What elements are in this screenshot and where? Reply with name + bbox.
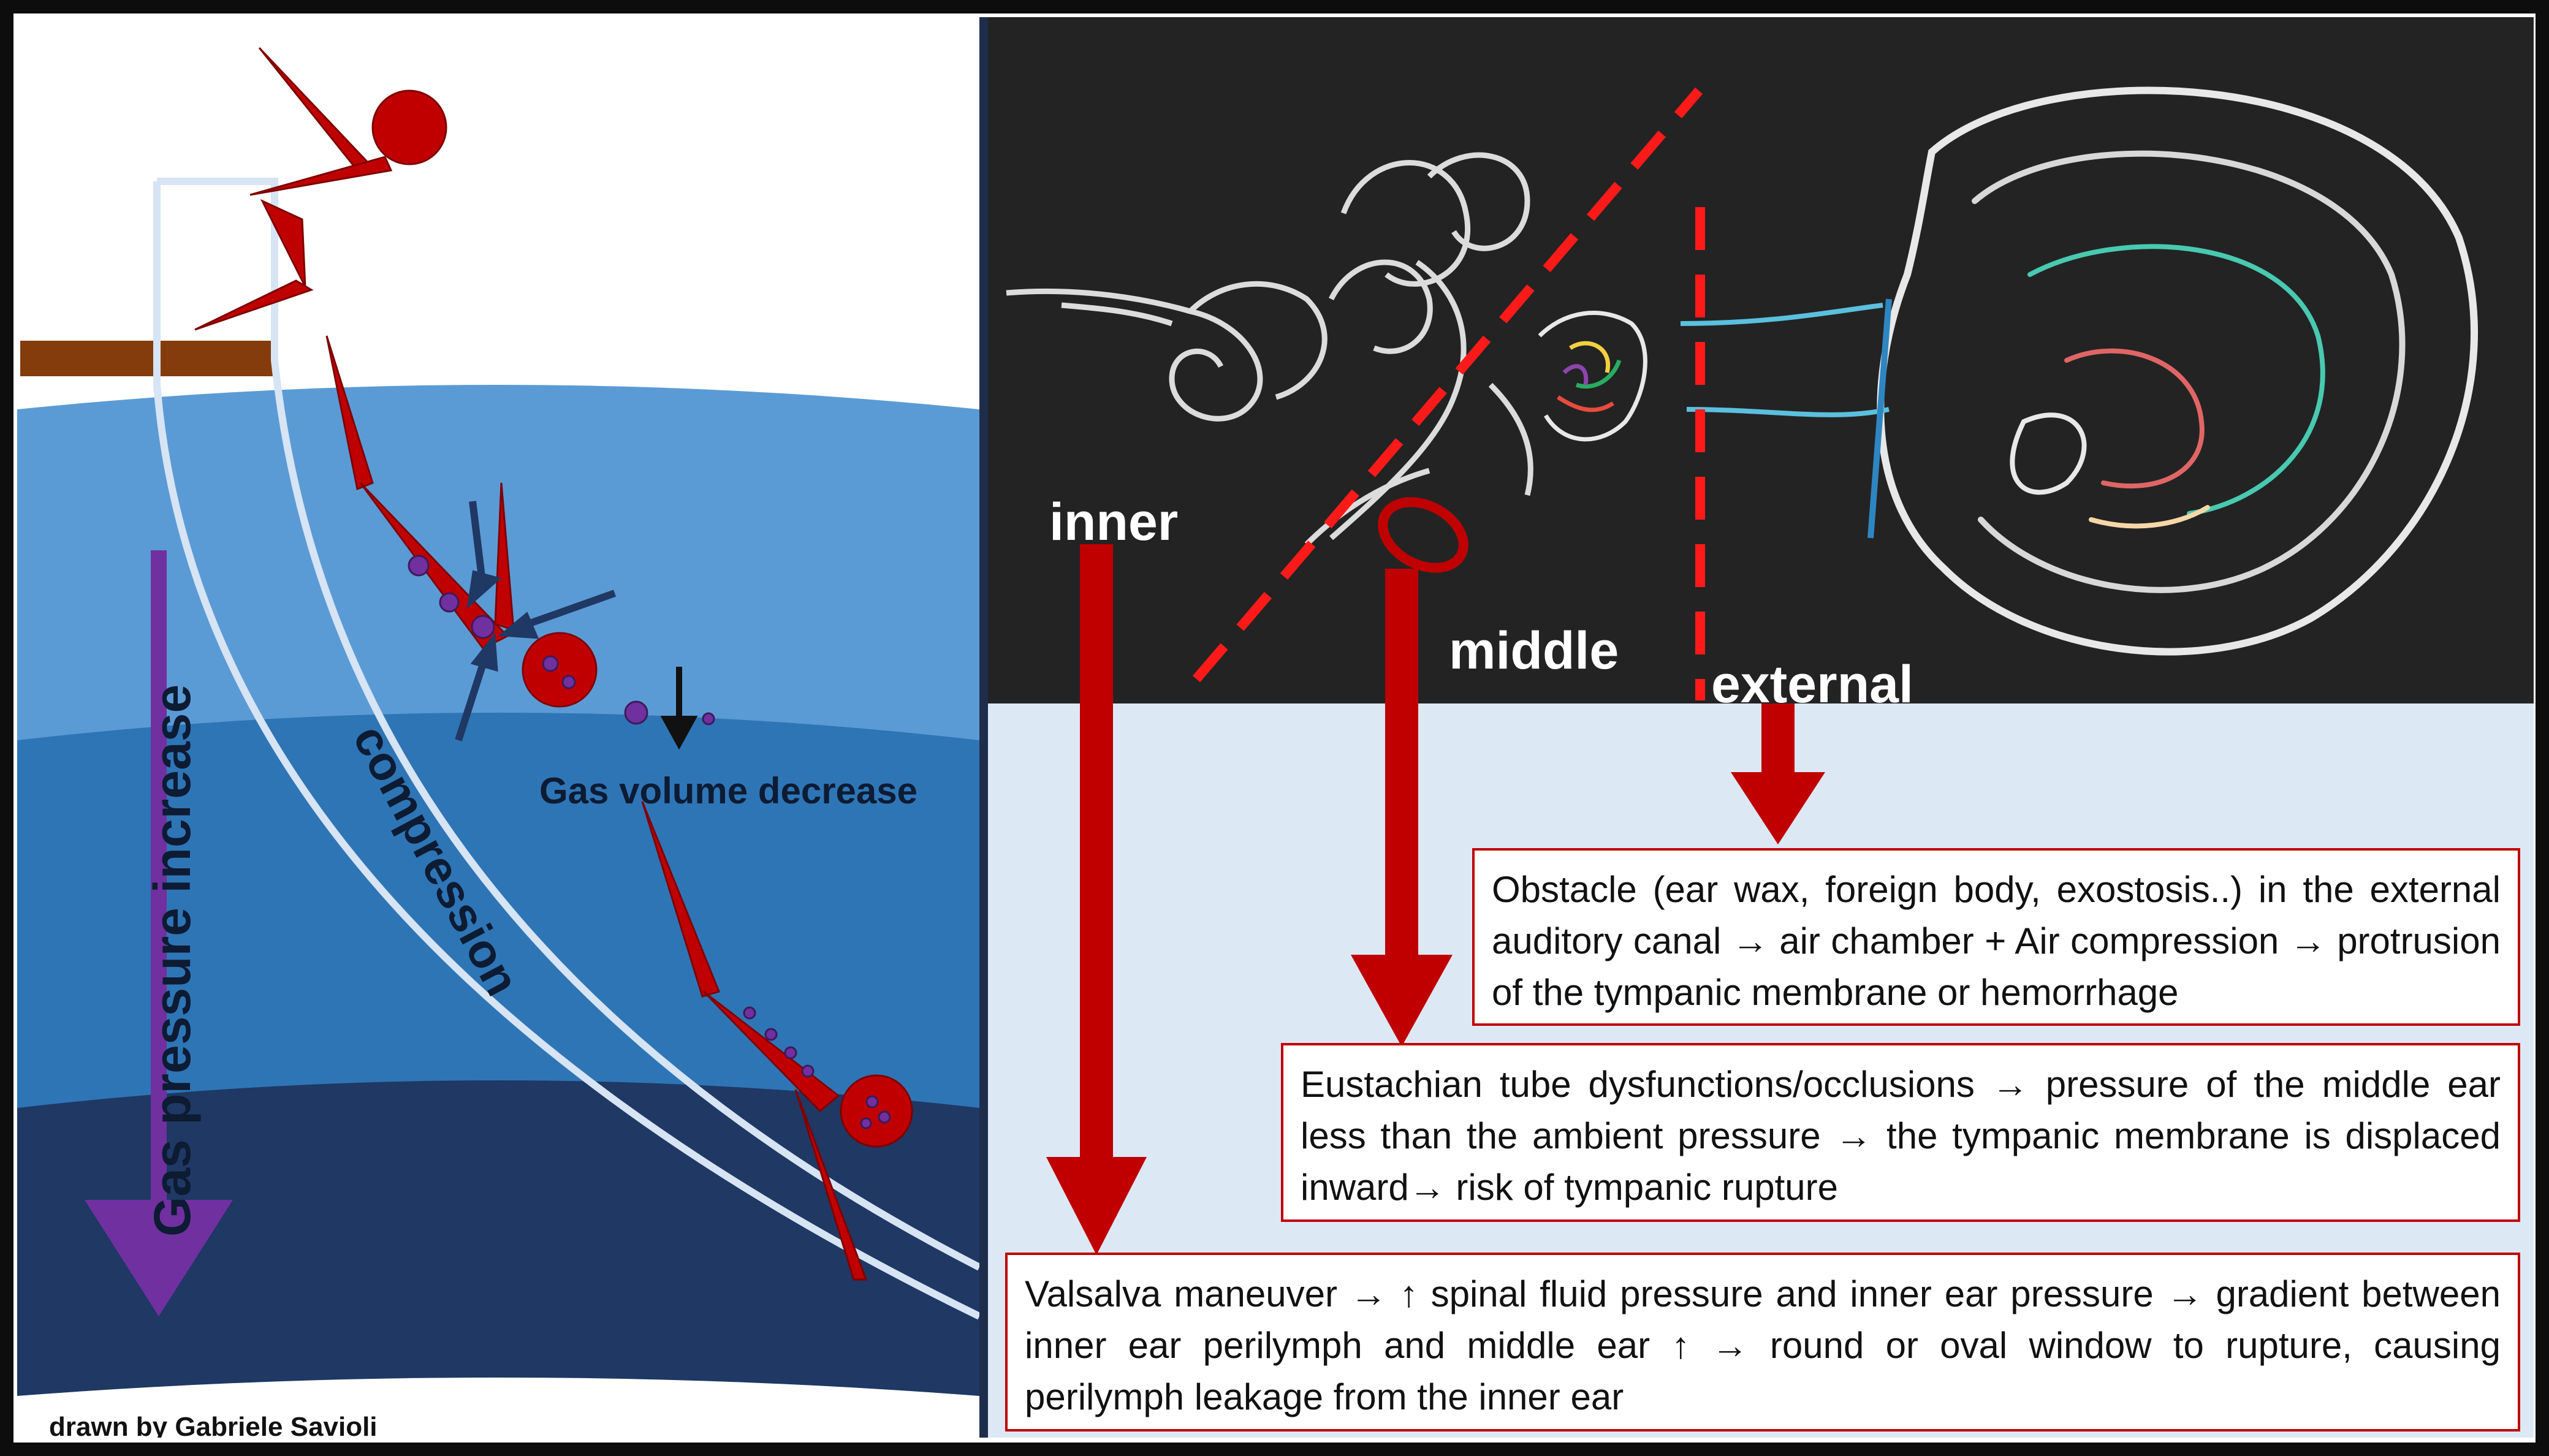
ear-anatomy-background: [988, 17, 2534, 703]
trajectory-line-outer: [153, 181, 979, 1320]
middle-ear-label: middle: [1449, 621, 1619, 680]
middle-ear-ossicles: [1538, 311, 1647, 442]
diving-board: [20, 341, 273, 376]
external-ear-label: external: [1711, 655, 1913, 714]
panel-divider: [979, 17, 988, 1438]
ear-anatomy-diagram: [1006, 86, 2479, 1255]
diver-entering-water: [325, 335, 598, 708]
gas-volume-label: Gas volume decrease: [539, 770, 918, 811]
author-credit: drawn by Gabriele Savioli: [49, 1412, 378, 1438]
middle-ear-description: Eustachian tube dysfunctions/occlusions …: [1281, 1043, 2520, 1222]
eustachian-tube-marker: [1378, 497, 1468, 573]
external-ear-description: Obstacle (ear wax, foreign body, exostos…: [1472, 848, 2520, 1026]
diver-illustration: [17, 47, 979, 1438]
inner-ear-cochlea: [1006, 152, 1533, 547]
deep-gas-bubbles: [743, 1006, 891, 1129]
gas-pressure-arrow: [85, 550, 233, 1316]
diver-on-board: [194, 47, 447, 331]
inner-ear-arrow: [1046, 544, 1147, 1255]
gas-pressure-label: Gas pressure increase: [143, 684, 201, 1237]
diver-deep: [641, 801, 913, 1281]
inner-ear-description: Valsalva maneuver → ↑ spinal fluid press…: [1005, 1253, 2520, 1431]
trajectory-line-inner: [157, 178, 979, 1271]
inner-middle-separator: [1192, 87, 1703, 683]
diver-panel: Gas volume decrease Gas pressure increas…: [17, 17, 979, 1438]
ear-panel: inner middle external Obstacle (ear wax,…: [988, 17, 2534, 1438]
external-auditory-canal: [1680, 298, 1892, 539]
sea-floor: [17, 1378, 979, 1438]
water-layer-deep: [17, 1080, 979, 1438]
external-ear-arrow: [1731, 703, 1825, 844]
compression-arrows: [455, 501, 617, 741]
middle-ear-arrow: [1351, 569, 1453, 1047]
inner-ear-label: inner: [1049, 493, 1179, 552]
gas-volume-down-arrow: [660, 667, 698, 750]
auricle: [1877, 86, 2479, 656]
compressed-gas-bubbles: [408, 555, 715, 726]
